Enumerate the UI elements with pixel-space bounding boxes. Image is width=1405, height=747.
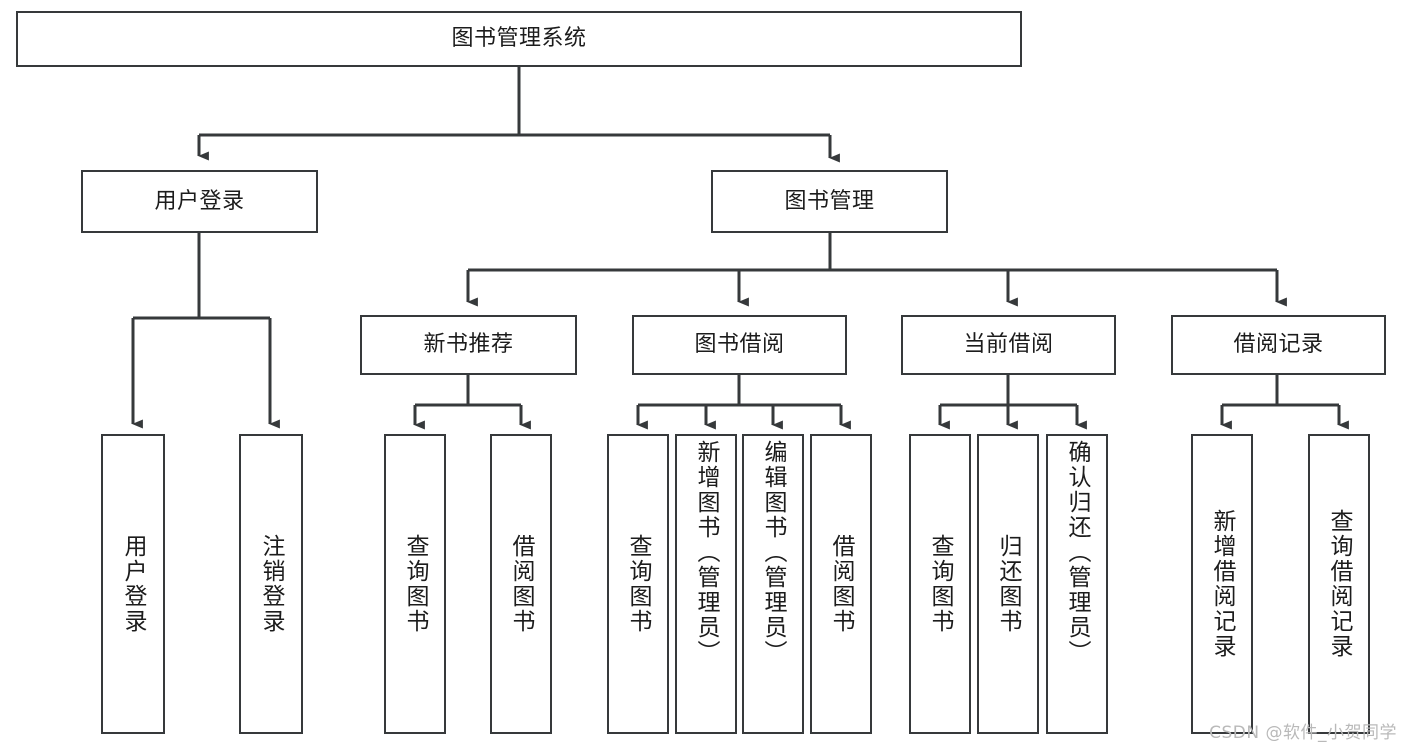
node-new-book-recommend[interactable]: 新书推荐 <box>360 315 577 375</box>
leaf-query-record-label: 查询借阅记录 <box>1326 509 1353 659</box>
node-user-login[interactable]: 用户登录 <box>81 170 318 233</box>
leaf-query-book-1[interactable]: 查询图书 <box>384 434 446 734</box>
node-book-management-label: 图书管理 <box>784 188 875 214</box>
leaf-add-record-label: 新增借阅记录 <box>1209 509 1236 659</box>
leaf-edit-book[interactable]: 编辑图书（管理员） <box>742 434 804 734</box>
leaf-return-book[interactable]: 归还图书 <box>977 434 1039 734</box>
leaf-borrow-book-2[interactable]: 借阅图书 <box>810 434 872 734</box>
node-current-borrow-label: 当前借阅 <box>963 332 1054 358</box>
leaf-borrow-book-1-label: 借阅图书 <box>508 534 535 634</box>
leaf-confirm-return-label: 确认归还（管理员） <box>1064 440 1091 665</box>
node-root-label: 图书管理系统 <box>451 26 587 52</box>
node-borrow-record[interactable]: 借阅记录 <box>1171 315 1386 375</box>
leaf-add-book[interactable]: 新增图书（管理员） <box>675 434 737 734</box>
leaf-logout[interactable]: 注销登录 <box>239 434 303 734</box>
leaf-logout-label: 注销登录 <box>258 534 285 634</box>
leaf-user-login-label: 用户登录 <box>120 534 147 634</box>
leaf-return-book-label: 归还图书 <box>995 534 1022 634</box>
leaf-add-book-label: 新增图书（管理员） <box>693 440 720 665</box>
csdn-watermark: CSDN @软件_小贺同学 <box>1209 723 1397 743</box>
node-current-borrow[interactable]: 当前借阅 <box>901 315 1116 375</box>
node-borrow-record-label: 借阅记录 <box>1233 332 1324 358</box>
leaf-query-book-2[interactable]: 查询图书 <box>607 434 669 734</box>
node-root[interactable]: 图书管理系统 <box>16 11 1022 67</box>
node-new-book-recommend-label: 新书推荐 <box>423 332 514 358</box>
leaf-borrow-book-1[interactable]: 借阅图书 <box>490 434 552 734</box>
node-book-management[interactable]: 图书管理 <box>711 170 948 233</box>
node-book-borrow[interactable]: 图书借阅 <box>632 315 847 375</box>
leaf-add-record[interactable]: 新增借阅记录 <box>1191 434 1253 734</box>
leaf-query-book-1-label: 查询图书 <box>402 534 429 634</box>
leaf-confirm-return[interactable]: 确认归还（管理员） <box>1046 434 1108 734</box>
leaf-borrow-book-2-label: 借阅图书 <box>828 534 855 634</box>
leaf-user-login[interactable]: 用户登录 <box>101 434 165 734</box>
leaf-query-book-3[interactable]: 查询图书 <box>909 434 971 734</box>
leaf-query-book-2-label: 查询图书 <box>625 534 652 634</box>
leaf-query-record[interactable]: 查询借阅记录 <box>1308 434 1370 734</box>
node-book-borrow-label: 图书借阅 <box>694 332 785 358</box>
leaf-query-book-3-label: 查询图书 <box>927 534 954 634</box>
node-user-login-label: 用户登录 <box>154 188 245 214</box>
leaf-edit-book-label: 编辑图书（管理员） <box>760 440 787 665</box>
